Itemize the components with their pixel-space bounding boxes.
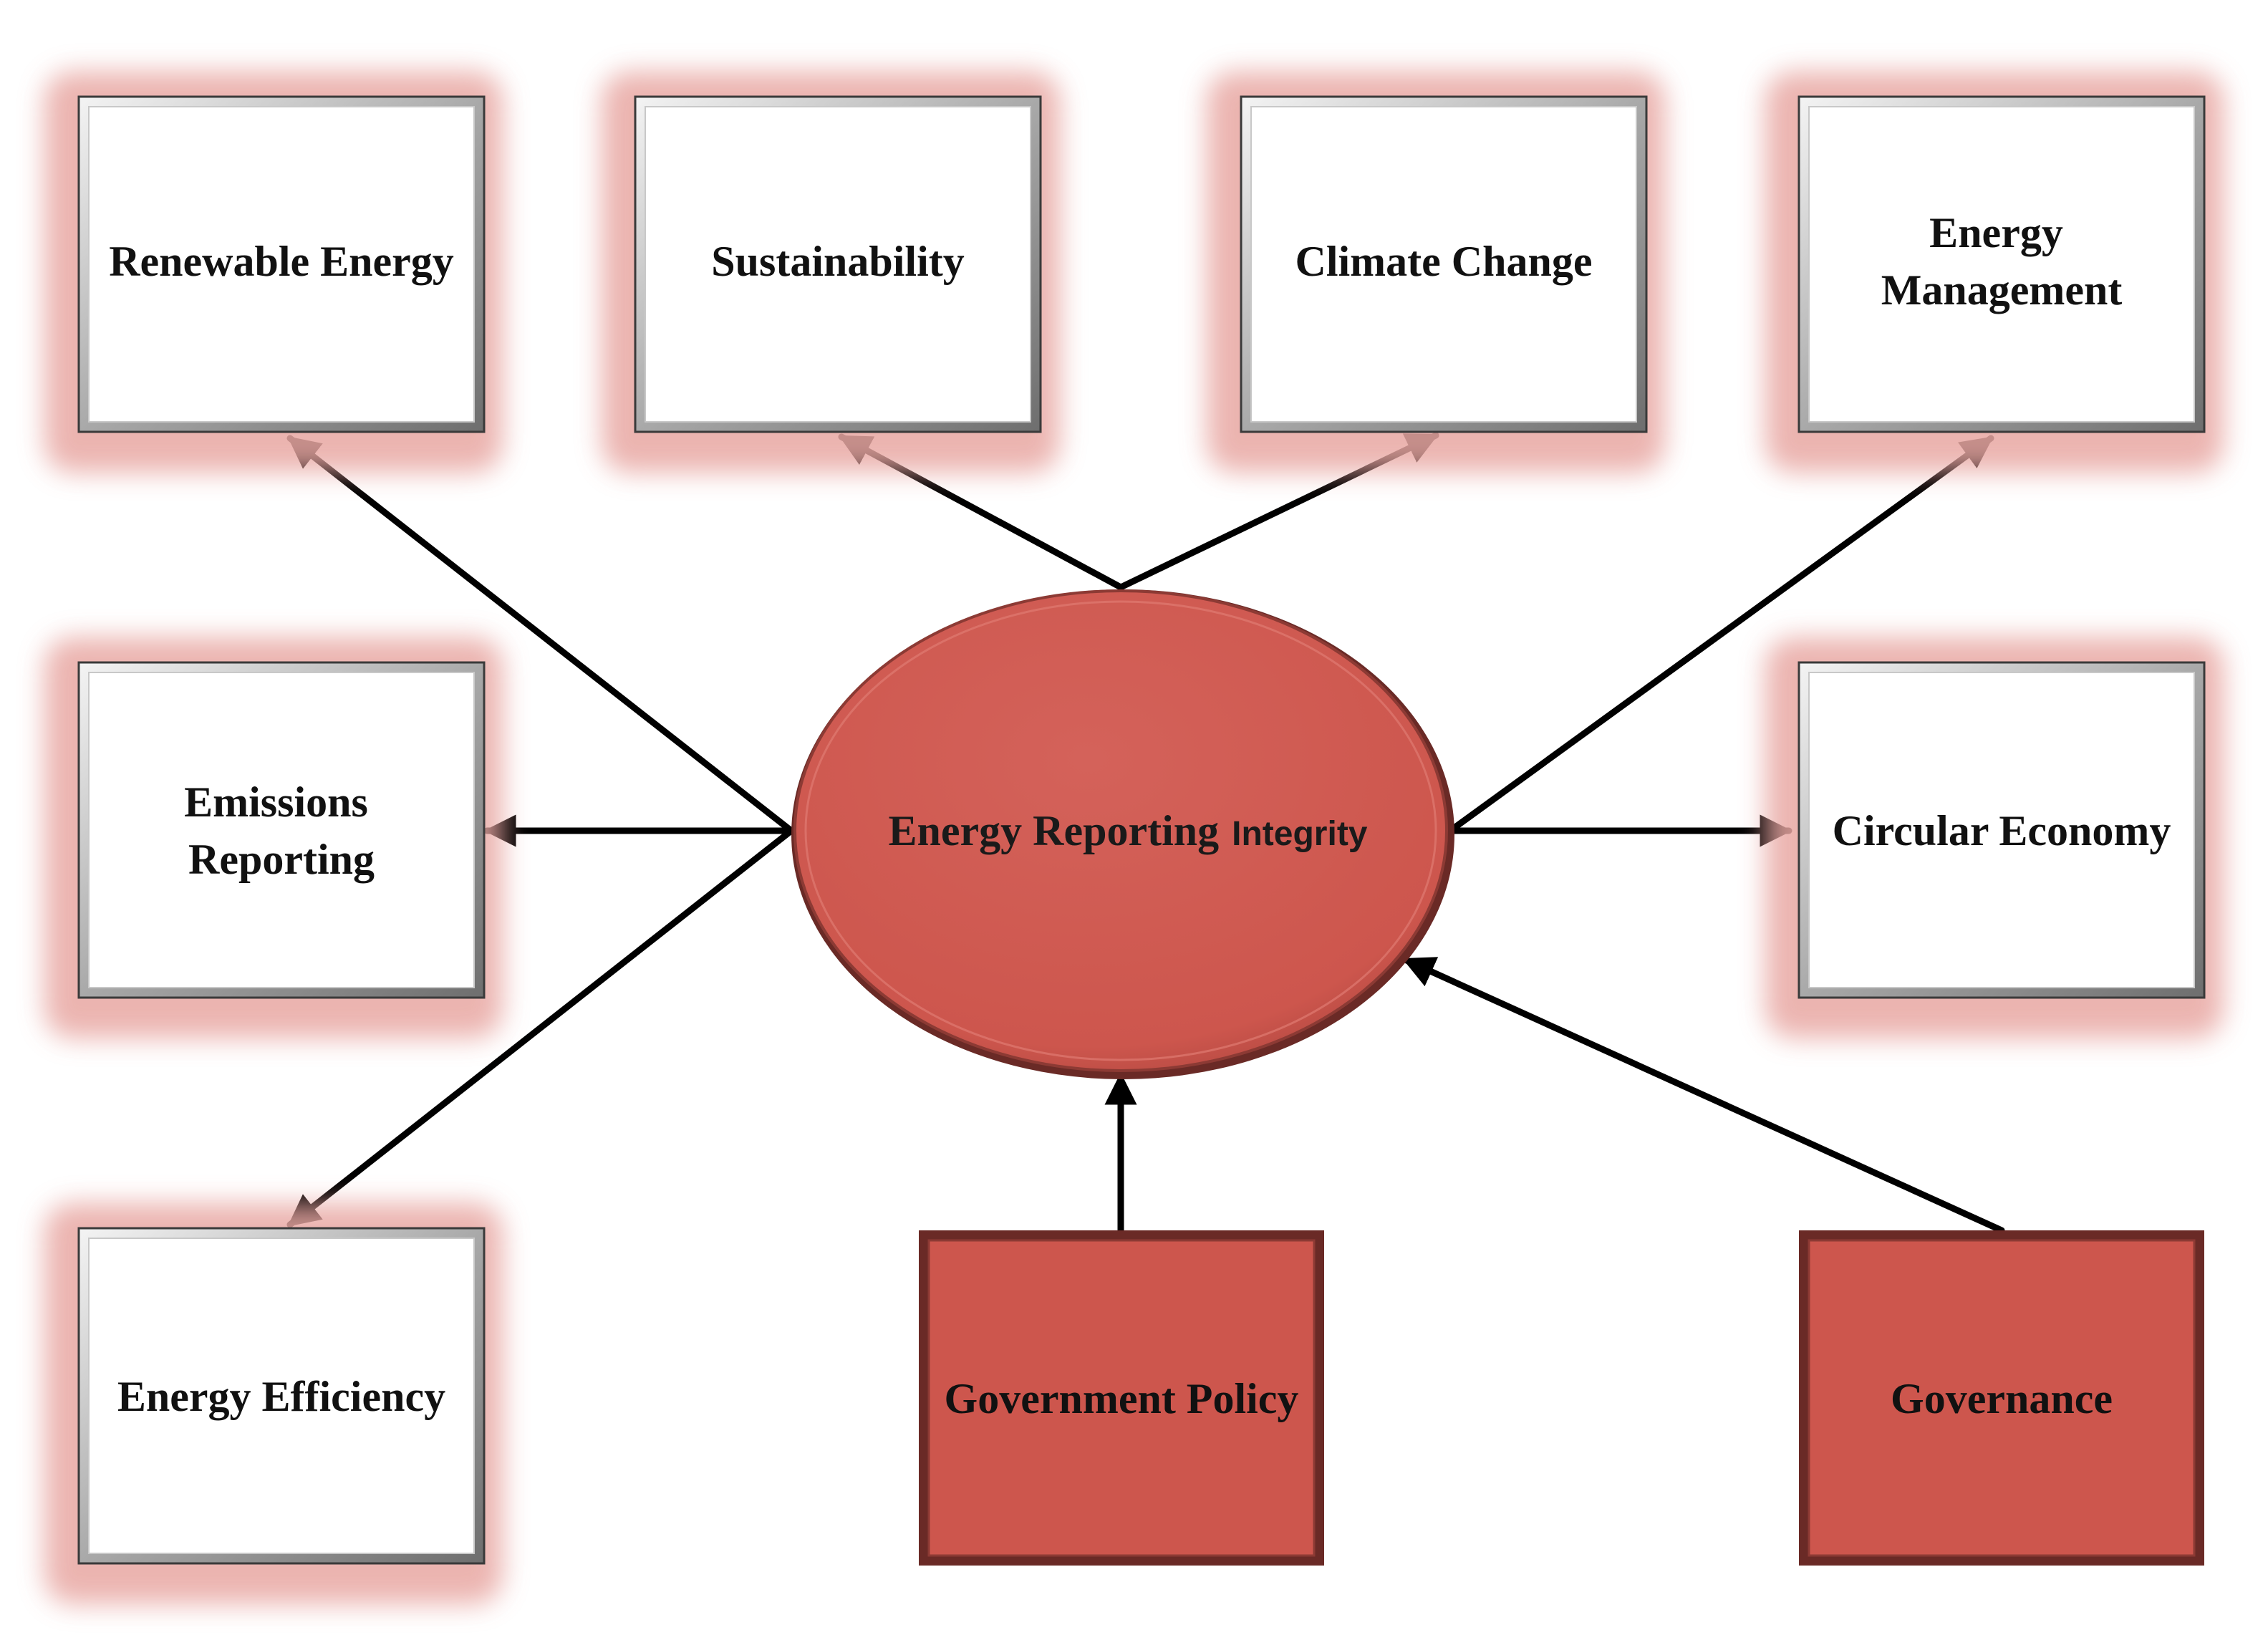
node-energy-management: Energy Management <box>1765 72 2224 473</box>
node-circular-economy: Circular Economy <box>1765 637 2224 1038</box>
node-sustainability: Sustainability <box>602 72 1060 473</box>
node-government-policy-label: Government Policy <box>945 1375 1299 1422</box>
svg-text:Renewable Energy: Renewable Energy <box>109 238 454 285</box>
connectors <box>286 432 2005 1234</box>
node-climate-change: Climate Change <box>1207 72 1665 473</box>
svg-text:Government Policy: Government Policy <box>945 1375 1299 1422</box>
center-node-label-main: Energy Reporting <box>889 807 1220 854</box>
center-node: Energy Reporting Integrity <box>791 589 1454 1079</box>
arrow-center-to-renewable-energy <box>286 435 795 834</box>
svg-text:Emissions Reporting: Emissions Reporting <box>184 778 379 883</box>
node-renewable-energy: Renewable Energy <box>44 72 503 473</box>
node-emissions-reporting-label-line2: Reporting <box>188 836 375 883</box>
center-node-label-sub: Integrity <box>1232 815 1368 853</box>
arrow-governance-to-center <box>1401 956 2005 1234</box>
arrow-center-to-energy-management <box>1447 435 1994 834</box>
node-circular-economy-label: Circular Economy <box>1833 807 2171 854</box>
node-energy-management-label-line2: Management <box>1881 266 2123 314</box>
arrow-center-to-energy-efficiency <box>286 827 795 1228</box>
svg-text:Energy Management: Energy Management <box>1881 209 2123 314</box>
node-sustainability-label: Sustainability <box>711 238 964 285</box>
node-energy-efficiency: Energy Efficiency <box>44 1203 503 1604</box>
node-climate-change-label: Climate Change <box>1295 238 1593 285</box>
node-energy-management-label-line1: Energy <box>1929 209 2063 256</box>
node-renewable-energy-label: Renewable Energy <box>109 238 454 285</box>
node-energy-efficiency-label: Energy Efficiency <box>117 1373 445 1420</box>
node-emissions-reporting: Emissions Reporting <box>44 637 503 1038</box>
svg-text:Circular Economy: Circular Economy <box>1833 807 2171 854</box>
center-node-label: Energy Reporting Integrity <box>889 807 1368 854</box>
svg-text:Climate Change: Climate Change <box>1295 238 1593 285</box>
node-governance-label: Governance <box>1891 1375 2113 1422</box>
svg-text:Governance: Governance <box>1891 1375 2113 1422</box>
node-emissions-reporting-label-line1: Emissions <box>184 778 368 826</box>
node-governance: Governance <box>1799 1230 2204 1566</box>
svg-text:Sustainability: Sustainability <box>711 238 964 285</box>
svg-text:Energy Efficiency: Energy Efficiency <box>117 1373 445 1420</box>
node-government-policy: Government Policy <box>919 1230 1324 1566</box>
